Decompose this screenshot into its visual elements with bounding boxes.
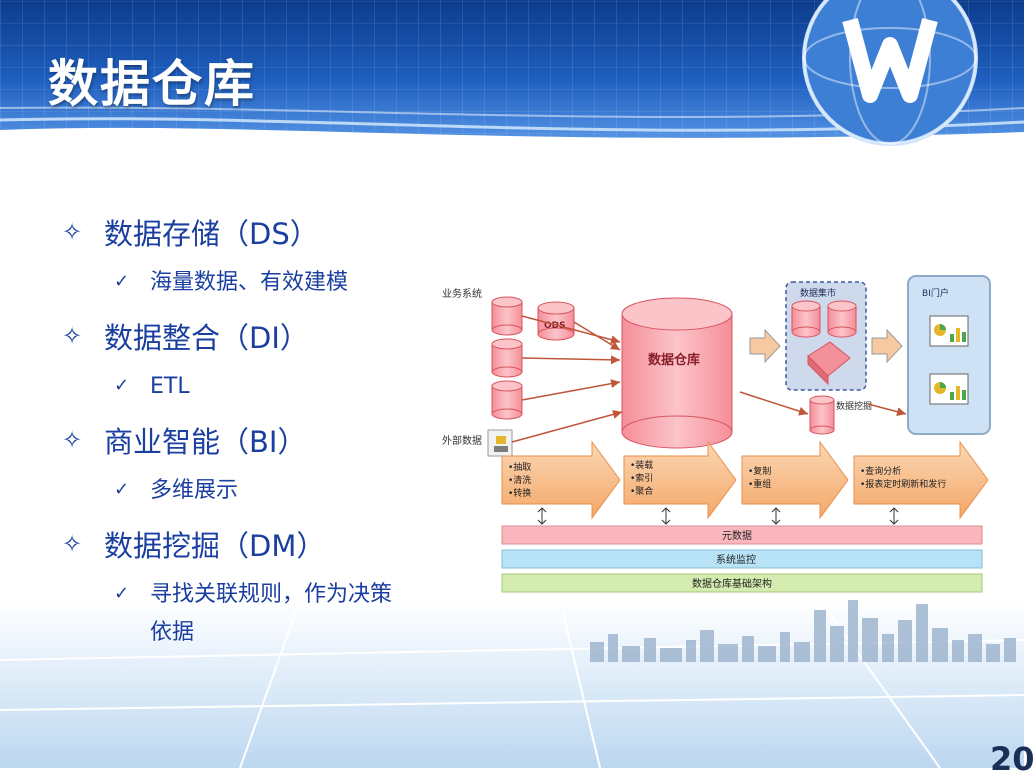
mart-db-icon bbox=[827, 300, 857, 338]
sub-bullet-item: ✓ 寻找关联规则，作为决策依据 bbox=[114, 576, 422, 652]
bi-portal-label: BI门户 bbox=[922, 287, 949, 299]
checkmark-icon: ✓ bbox=[114, 583, 130, 604]
process-step-line: •索引 bbox=[630, 472, 653, 484]
ods-label: ODS bbox=[544, 321, 566, 331]
data-mining-label: 数据挖掘 bbox=[836, 400, 872, 412]
process-step: •装载 •索引 •聚合 bbox=[623, 440, 737, 520]
process-step-line: •聚合 bbox=[630, 485, 653, 497]
data-mart-label: 数据集市 bbox=[800, 287, 836, 299]
warehouse-label: 数据仓库 bbox=[648, 352, 700, 368]
sub-bullet-item: ✓ 多维展示 bbox=[114, 472, 422, 510]
checkmark-icon: ✓ bbox=[114, 375, 130, 396]
process-step: •复制 •重组 bbox=[741, 440, 849, 520]
cube-icon bbox=[807, 341, 851, 386]
sub-bullet-text: ETL bbox=[150, 374, 190, 399]
process-step-line: •抽取 bbox=[508, 461, 531, 473]
external-data-label: 外部数据 bbox=[442, 434, 482, 447]
sub-bullet-text: 多维展示 bbox=[150, 478, 239, 503]
process-step-line: •查询分析 bbox=[860, 465, 901, 477]
sub-bullet-item: ✓ 海量数据、有效建模 bbox=[114, 264, 422, 302]
bullet-list: ✧ 数据存储（DS） ✓ 海量数据、有效建模 ✧ 数据整合（DI） ✓ ETL … bbox=[62, 208, 422, 662]
source-db-icon bbox=[491, 380, 523, 420]
hollow-arrow-icon bbox=[871, 328, 903, 364]
globe-logo-icon bbox=[802, 0, 978, 146]
warehouse-db-icon bbox=[621, 297, 733, 449]
mining-db-icon bbox=[809, 395, 835, 435]
infrastructure-label: 数据仓库基础架构 bbox=[692, 577, 772, 590]
process-step-line: •装载 bbox=[630, 459, 653, 471]
metadata-label: 元数据 bbox=[722, 529, 752, 542]
bullet-text: 商业智能（BI） bbox=[104, 425, 307, 459]
slide-title: 数据仓库 bbox=[48, 55, 256, 113]
process-step-line: •清洗 bbox=[508, 474, 531, 486]
sub-bullet-text: 海量数据、有效建模 bbox=[150, 270, 349, 295]
page-number: 20 bbox=[990, 740, 1035, 778]
source-db-icon bbox=[491, 296, 523, 336]
business-systems-label: 业务系统 bbox=[442, 287, 482, 300]
report-chart-icon bbox=[929, 373, 969, 405]
diamond-bullet-icon: ✧ bbox=[62, 322, 83, 350]
bullet-text: 数据挖掘（DM） bbox=[104, 529, 326, 563]
process-step: •查询分析 •报表定时刷新和发行 bbox=[853, 440, 989, 520]
bullet-text: 数据整合（DI） bbox=[104, 321, 309, 355]
header-swoosh bbox=[0, 0, 1025, 178]
process-step: •抽取 •清洗 •转换 bbox=[501, 440, 621, 520]
bullet-item: ✧ 数据整合（DI） bbox=[62, 312, 422, 360]
diamond-bullet-icon: ✧ bbox=[62, 426, 83, 454]
diamond-bullet-icon: ✧ bbox=[62, 530, 83, 558]
city-skyline bbox=[590, 600, 1016, 662]
process-step-line: •复制 bbox=[748, 465, 771, 477]
sub-bullet-item: ✓ ETL bbox=[114, 368, 422, 406]
warehouse-architecture-diagram: 业务系统 外部数据 ODS bbox=[442, 275, 991, 593]
process-step-line: •重组 bbox=[748, 478, 771, 490]
infrastructure-bar bbox=[501, 573, 983, 593]
source-db-icon bbox=[491, 338, 523, 378]
checkmark-icon: ✓ bbox=[114, 479, 130, 500]
flow-arrow bbox=[867, 403, 907, 417]
external-data-icon bbox=[487, 429, 513, 457]
bullet-item: ✧ 数据存储（DS） bbox=[62, 208, 422, 256]
hollow-arrow-icon bbox=[749, 328, 781, 364]
diamond-bullet-icon: ✧ bbox=[62, 218, 83, 246]
bullet-item: ✧ 商业智能（BI） bbox=[62, 416, 422, 464]
bi-portal-box bbox=[907, 275, 991, 435]
bullet-item: ✧ 数据挖掘（DM） bbox=[62, 520, 422, 568]
system-monitor-bar bbox=[501, 549, 983, 569]
metadata-bar bbox=[501, 525, 983, 545]
checkmark-icon: ✓ bbox=[114, 271, 130, 292]
slide-header: 数据仓库 bbox=[0, 0, 1025, 178]
report-chart-icon bbox=[929, 315, 969, 347]
process-step-line: •报表定时刷新和发行 bbox=[860, 478, 946, 490]
double-arrow-icons bbox=[537, 507, 899, 525]
system-monitor-label: 系统监控 bbox=[716, 553, 756, 566]
sub-bullet-text: 寻找关联规则，作为决策依据 bbox=[150, 582, 393, 645]
mart-db-icon bbox=[791, 300, 821, 338]
bullet-text: 数据存储（DS） bbox=[104, 217, 319, 251]
process-step-line: •转换 bbox=[508, 487, 531, 499]
flow-arrows bbox=[511, 315, 809, 443]
ods-db-icon bbox=[537, 301, 575, 341]
